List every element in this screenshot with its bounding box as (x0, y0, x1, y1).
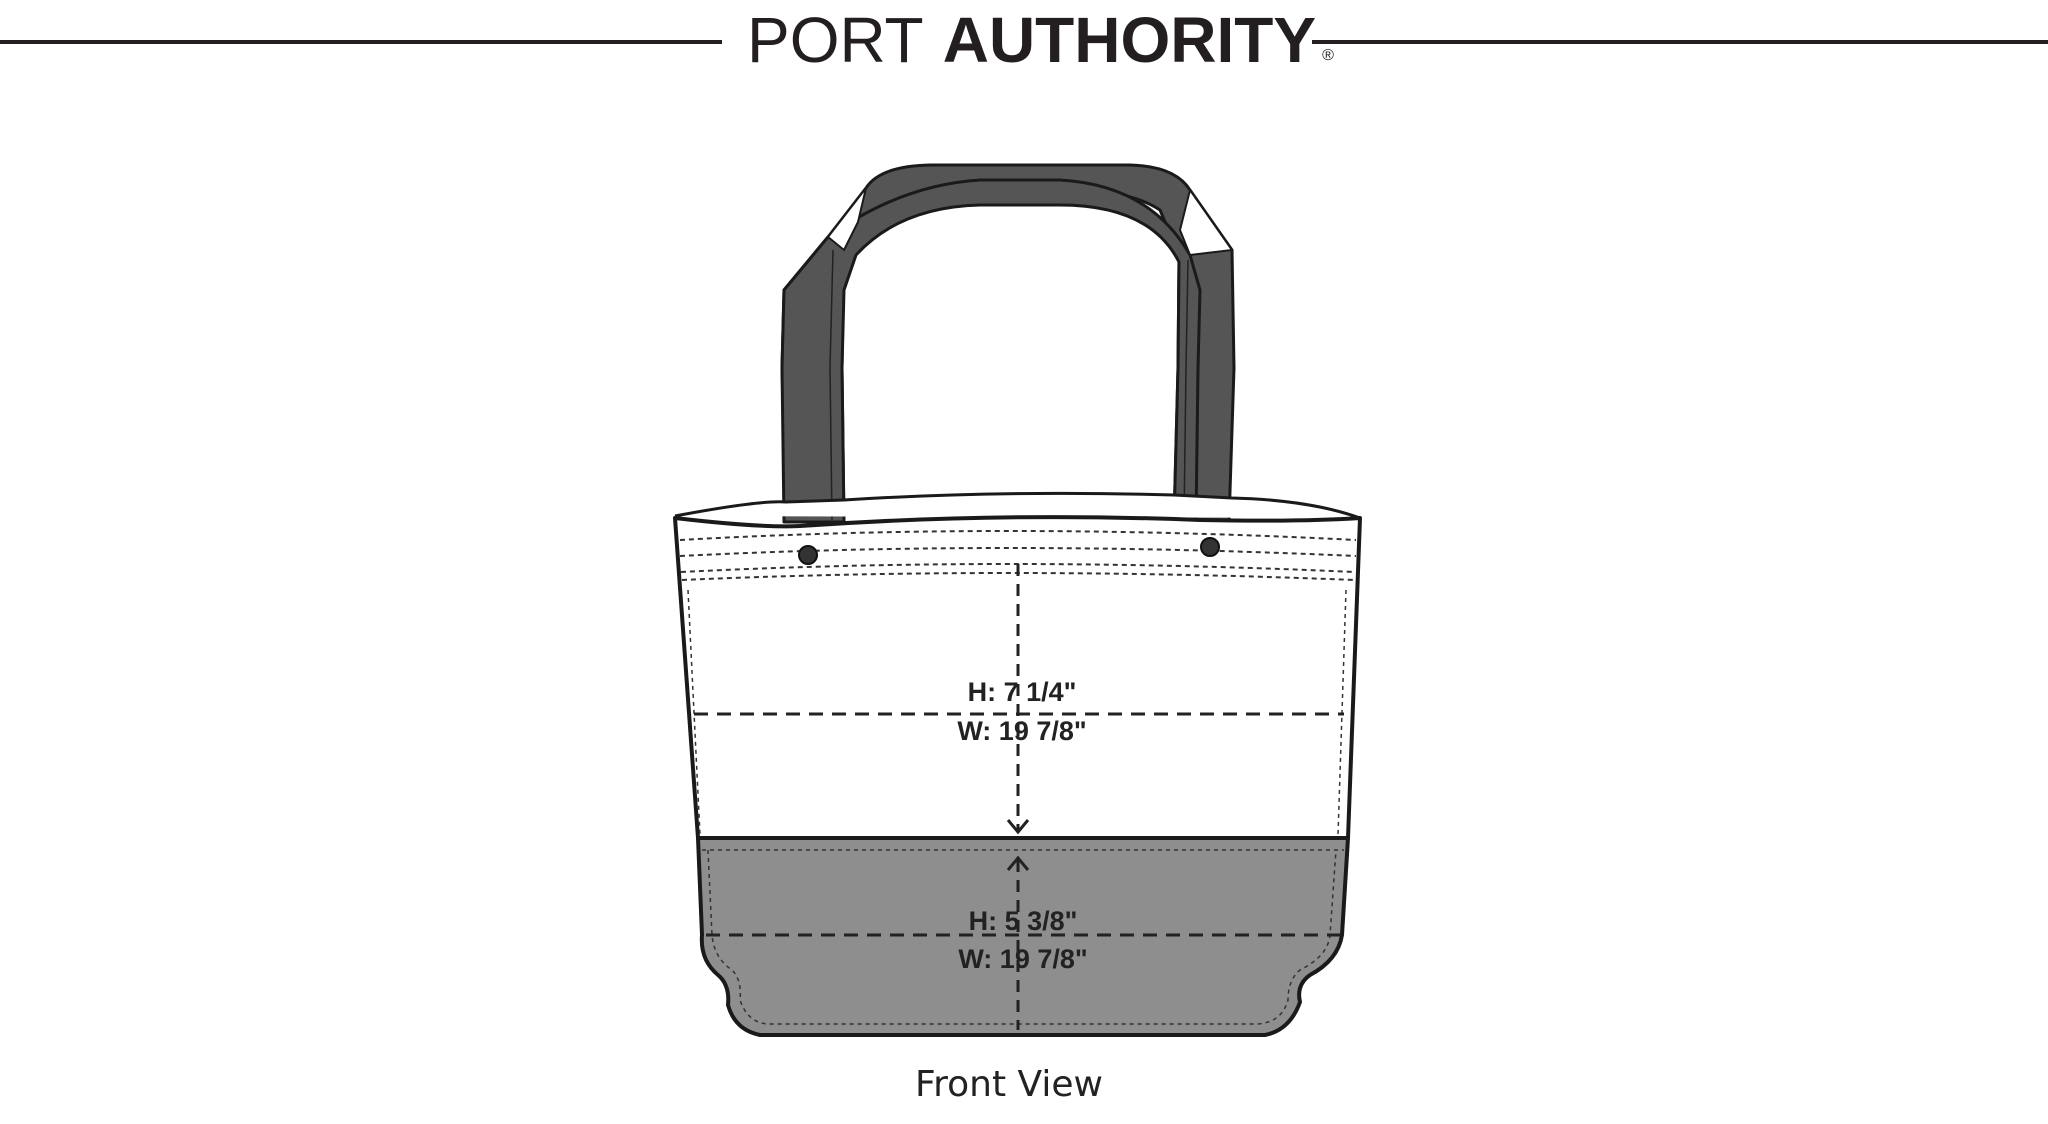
handle-gap-right (1178, 187, 1234, 257)
rim-stitch-4 (681, 572, 1356, 581)
lower-height-label: H: 5 3/8" (969, 906, 1078, 936)
lower-width-label: W: 19 7/8" (958, 944, 1087, 974)
rim-stitch-3 (680, 563, 1356, 573)
dimension-lines (694, 564, 1344, 1030)
brand-header: PORT AUTHORITY ® (0, 4, 2048, 76)
upper-height-arrow (1006, 819, 1030, 835)
rim-stitch-1 (679, 530, 1357, 541)
dimension-labels: H: 7 1/4" W: 19 7/8" H: 5 3/8" W: 19 7/8… (957, 677, 1087, 974)
bag-handles (780, 163, 1236, 524)
handle-gap-left (826, 187, 867, 252)
rivet-left (798, 545, 818, 565)
upper-width-label: W: 19 7/8" (957, 716, 1086, 746)
rivet-right (1200, 537, 1220, 557)
bag-opening-rim (674, 491, 1361, 520)
lower-panel-outline-stitch (707, 849, 1337, 1025)
view-caption: Front View (915, 1064, 1103, 1105)
bag-body (673, 491, 1362, 1037)
brand-registered-mark: ® (1322, 47, 1334, 64)
handle-stitch-right (1183, 259, 1189, 521)
lower-height-arrow (1006, 855, 1030, 871)
brand-name-bold: AUTHORITY (943, 4, 1316, 76)
brand-logo: PORT AUTHORITY ® (747, 4, 1334, 76)
handle-stitch-left (829, 249, 834, 521)
upper-height-label: H: 7 1/4" (968, 677, 1077, 707)
brand-name-light: PORT (747, 4, 924, 76)
lower-panel (696, 836, 1350, 1037)
rim-stitch-2 (679, 547, 1357, 557)
upper-panel (673, 515, 1362, 840)
